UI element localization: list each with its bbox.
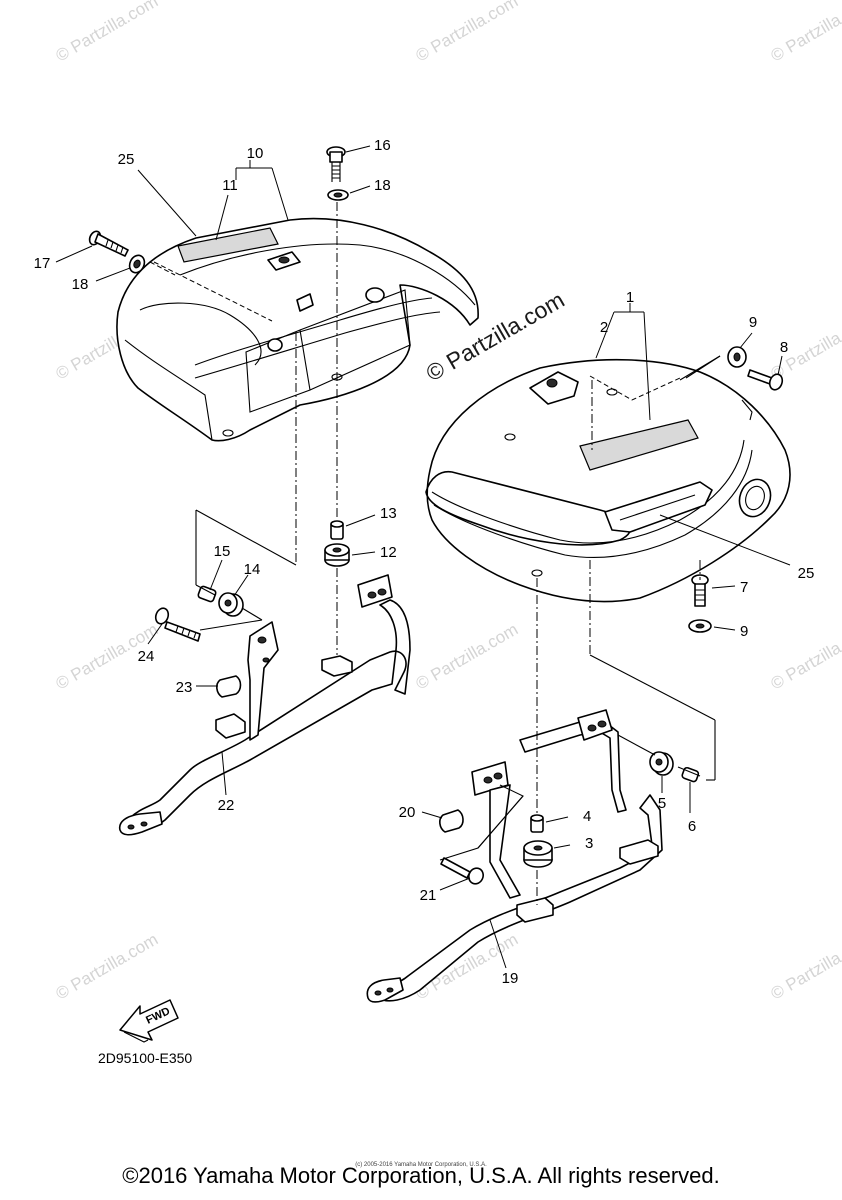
callout-12: 12 — [380, 544, 397, 561]
tiny-notice: (c) 2005-2016 Yamaha Motor Corporation, … — [355, 1162, 487, 1168]
callout-6: 6 — [688, 818, 696, 835]
callout-24: 24 — [138, 648, 155, 665]
bolt-24 — [154, 607, 170, 625]
callout-20: 20 — [399, 804, 416, 821]
callout-25-right: 25 — [798, 565, 815, 582]
callout-21: 21 — [420, 887, 437, 904]
watermark: © Partzilla.com — [768, 0, 842, 65]
callout-5: 5 — [658, 795, 666, 812]
callout-3: 3 — [585, 835, 593, 852]
construction-lines — [149, 202, 721, 905]
cap-20 — [439, 809, 464, 833]
callout-13: 13 — [380, 505, 397, 522]
collar-15 — [197, 585, 217, 603]
callout-19: 19 — [502, 970, 519, 987]
bolt-8 — [747, 369, 773, 385]
watermark: © Partzilla.com — [53, 930, 162, 1004]
callout-16: 16 — [374, 137, 391, 154]
bracket-left — [118, 574, 411, 836]
callout-2: 2 — [600, 319, 608, 336]
watermark: © Partzilla.com — [53, 0, 162, 65]
callout-9-lower: 9 — [740, 623, 748, 640]
callout-7: 7 — [740, 579, 748, 596]
callout-22: 22 — [218, 797, 235, 814]
watermark: © Partzilla.com — [768, 620, 842, 694]
callout-10: 10 — [247, 145, 264, 162]
callout-8: 8 — [780, 339, 788, 356]
diagram-code: 2D95100-E350 — [98, 1050, 192, 1066]
callout-18-left: 18 — [72, 276, 89, 293]
callout-25-left: 25 — [118, 151, 135, 168]
callout-9-top: 9 — [749, 314, 757, 331]
callout-18-top: 18 — [374, 177, 391, 194]
fwd-arrow-icon: FWD — [119, 999, 179, 1043]
callout-labels: 1 2 3 4 5 6 7 8 9 9 10 11 12 13 14 15 16… — [34, 137, 815, 987]
watermark: © Partzilla.com — [768, 930, 842, 1004]
saddlebag-right — [425, 358, 791, 603]
callout-23: 23 — [176, 679, 193, 696]
callout-1: 1 — [626, 289, 634, 306]
bracket-right — [366, 709, 663, 1003]
leader-lines — [55, 145, 791, 969]
bolt-21 — [440, 857, 471, 879]
callout-17: 17 — [34, 255, 51, 272]
saddlebag-left — [116, 217, 479, 442]
collar-6 — [681, 766, 700, 783]
watermark: © Partzilla.com — [413, 620, 522, 694]
callout-4: 4 — [583, 808, 591, 825]
watermark: © Partzilla.com — [413, 0, 522, 65]
callout-14: 14 — [244, 561, 261, 578]
cap-23 — [216, 675, 242, 698]
callout-15: 15 — [214, 543, 231, 560]
copyright-notice: ©2016 Yamaha Motor Corporation, U.S.A. A… — [122, 1163, 720, 1188]
callout-11: 11 — [222, 177, 238, 194]
hardware — [88, 146, 784, 885]
